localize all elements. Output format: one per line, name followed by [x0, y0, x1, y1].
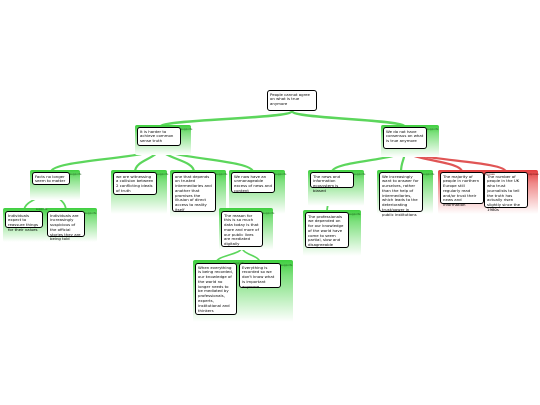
claim-harder-common-sense[interactable]: It is harder to achieve common sense tru…: [137, 127, 181, 146]
relation-label: supports: [281, 264, 293, 267]
claim-answer-for-ourselves[interactable]: We increasingly want to answer for ourse…: [379, 172, 423, 217]
claim-text: We now have an unmanageable excess of ne…: [234, 173, 272, 193]
relation-label: supports: [233, 262, 245, 265]
relation-label: supports: [216, 173, 228, 176]
claim-everything-recorded-experts[interactable]: When everything is being recorded, our k…: [195, 263, 237, 315]
claim-individuals-expect[interactable]: Individuals expect to reassure things fo…: [5, 211, 43, 232]
claim-text: one that depends on trusted intermediari…: [175, 173, 212, 213]
link-root-consensus: [290, 109, 407, 129]
claim-trusted-intermediaries[interactable]: one that depends on trusted intermediari…: [172, 172, 216, 212]
relation-label: supports: [36, 208, 48, 211]
link-root-harder: [158, 109, 294, 129]
claim-text: The majority of people in northern Europ…: [443, 173, 480, 208]
relation-label: opposes: [528, 173, 539, 176]
claim-text: The news and information ecosystem is bi…: [313, 173, 341, 193]
claim-professionals-partial[interactable]: The professionals we depended on for our…: [305, 212, 349, 248]
claim-text: Individuals are increasingly suspicious …: [50, 212, 81, 242]
claim-text: Facts no longer seem to matter: [35, 173, 66, 184]
relation-label: supports: [354, 173, 366, 176]
relation-label: supports: [70, 173, 82, 176]
claim-individuals-suspicious[interactable]: Individuals are increasingly suspicious …: [47, 211, 85, 241]
claim-text: It is harder to achieve common sense tru…: [140, 128, 174, 144]
claim-text: People cannot agree on what is true anym…: [270, 91, 310, 107]
claim-data-mediated-digitally[interactable]: The reason for this is so much data toda…: [221, 211, 263, 247]
claim-text: When everything is being recorded, our k…: [198, 264, 233, 313]
relation-label: supports: [349, 213, 361, 216]
claim-text: Individuals expect to reassure things fo…: [8, 212, 38, 232]
claim-text: Everything is recorded so we don't know …: [242, 264, 275, 289]
claim-uk-trust-journalists[interactable]: The number of people in the UK who trust…: [484, 172, 528, 212]
relation-label: supports: [263, 212, 275, 215]
relation-label: supports: [423, 173, 435, 176]
relation-label: supports: [85, 212, 97, 215]
claim-text: We increasingly want to answer for ourse…: [382, 173, 419, 217]
claim-text: The reason for this is so much data toda…: [224, 212, 259, 247]
relation-label: opposes: [484, 173, 495, 176]
claim-ecosystem-biased[interactable]: The news and information ecosystem is bi…: [310, 172, 354, 193]
claim-facts-no-longer-matter[interactable]: Facts no longer seem to matter: [32, 172, 70, 185]
relation-label: supports: [157, 173, 169, 176]
claim-text: The professionals we depended on for our…: [308, 213, 344, 248]
claim-excess-of-news[interactable]: We now have an unmanageable excess of ne…: [231, 172, 275, 193]
claim-text: The number of people in the UK who trust…: [487, 173, 520, 213]
claim-root[interactable]: People cannot agree on what is true anym…: [267, 90, 317, 111]
relation-label: supports: [275, 173, 287, 176]
claim-text: we are witnessing a collision between 2 …: [116, 173, 154, 193]
claim-text: We do not have consensus on what is true…: [386, 128, 424, 144]
claim-no-consensus[interactable]: We do not have consensus on what is true…: [383, 127, 427, 149]
claim-northern-europe-trust[interactable]: The majority of people in northern Europ…: [440, 172, 484, 207]
claim-dont-know-important[interactable]: Everything is recorded so we don't know …: [239, 263, 281, 289]
relation-label: supports: [427, 128, 439, 131]
claim-collision-of-ideals[interactable]: we are witnessing a collision between 2 …: [113, 172, 157, 195]
relation-label: supports: [181, 128, 193, 131]
